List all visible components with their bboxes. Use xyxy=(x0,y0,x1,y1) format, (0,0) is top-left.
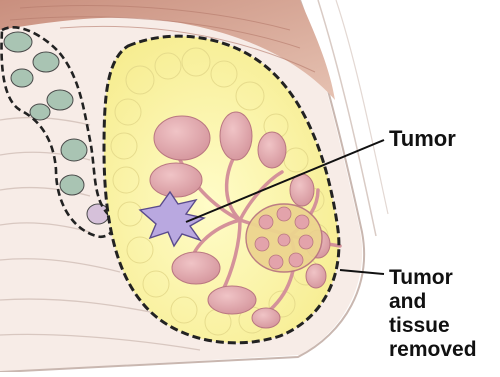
removed-label-line-3: tissue xyxy=(389,314,477,338)
removed-label-line-1: Tumor xyxy=(389,266,477,290)
removed-label-line-4: removed xyxy=(389,338,477,362)
removed-label-line-2: and xyxy=(389,290,477,314)
tumor-and-tissue-removed-label: Tumor and tissue removed xyxy=(389,266,477,362)
tumor-label: Tumor xyxy=(389,128,456,150)
